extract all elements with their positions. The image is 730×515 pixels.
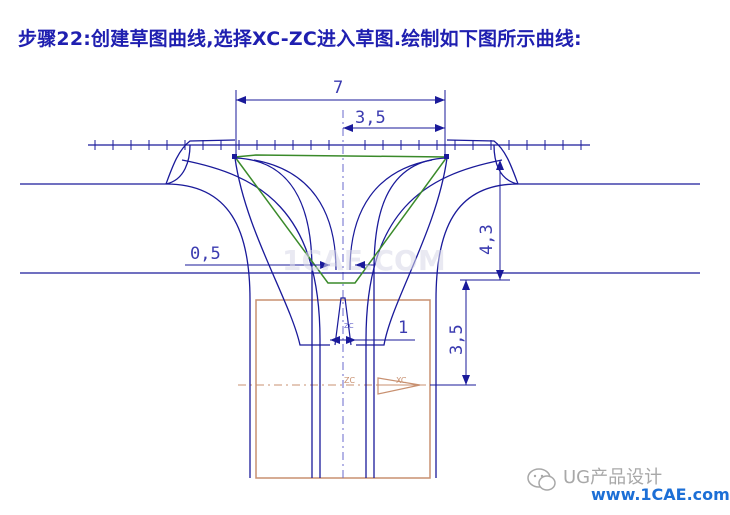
dim-35-vert-arrow-bottom: [462, 375, 470, 385]
xc-arrow-icon: [377, 377, 421, 395]
end-marker-left: [232, 154, 237, 159]
trumpet-outer-right: [435, 183, 519, 478]
trumpet-inner-right: [365, 159, 503, 478]
dim-35-vert-label: 3,5: [447, 324, 467, 355]
flare-outer-right: [493, 144, 519, 185]
step-title: 步骤22:创建草图曲线,选择XC-ZC进入草图.绘制如下图所示曲线:: [18, 28, 582, 50]
dim-1-label: 1: [398, 318, 408, 338]
center-cusp-right: [349, 159, 433, 271]
dim-1-arrow-right: [346, 336, 356, 344]
green-profile: [234, 154, 449, 284]
dim-05-label: 0,5: [190, 244, 221, 264]
axis-zc-label: ZC: [344, 376, 355, 385]
trumpet-outer-left: [165, 183, 251, 478]
neck-spike: [334, 297, 352, 346]
neck-curve-right: [356, 157, 448, 346]
wechat-branding: UG产品设计 www.1CAE.com: [527, 463, 730, 507]
end-marker-right: [444, 154, 449, 159]
dim-43-arrow-bottom: [496, 270, 504, 280]
watermark: 1CAE.COM: [282, 244, 446, 277]
account-name: UG产品设计: [563, 467, 663, 488]
neck-curve-left: [234, 157, 330, 346]
dim-35-top-arrow-left: [343, 124, 353, 132]
dim-43-label: 4,3: [477, 224, 497, 255]
trumpet-inner-left: [181, 159, 321, 478]
flare-outer-left: [165, 144, 191, 185]
dim-35-top-arrow-right: [435, 124, 445, 132]
dim-7-arrow-right: [435, 96, 445, 104]
dim-35-vert-arrow-top: [462, 280, 470, 290]
dim-35-top-label: 3,5: [355, 108, 386, 128]
center-cusp-left: [253, 159, 337, 271]
site-url: www.1CAE.com: [591, 485, 730, 504]
axis-xc-label: XC: [396, 376, 407, 385]
axis-zc-small: ZC: [344, 322, 354, 330]
dim-7-arrow-left: [236, 96, 246, 104]
dim-7-label: 7: [333, 78, 343, 98]
cap-left: [165, 139, 236, 185]
dim-43-arrow-top: [496, 160, 504, 170]
dim-1-arrow: [330, 336, 340, 344]
dim-05-arrow: [320, 261, 330, 269]
cap-right: [446, 139, 519, 185]
wechat-icon: [527, 468, 556, 491]
